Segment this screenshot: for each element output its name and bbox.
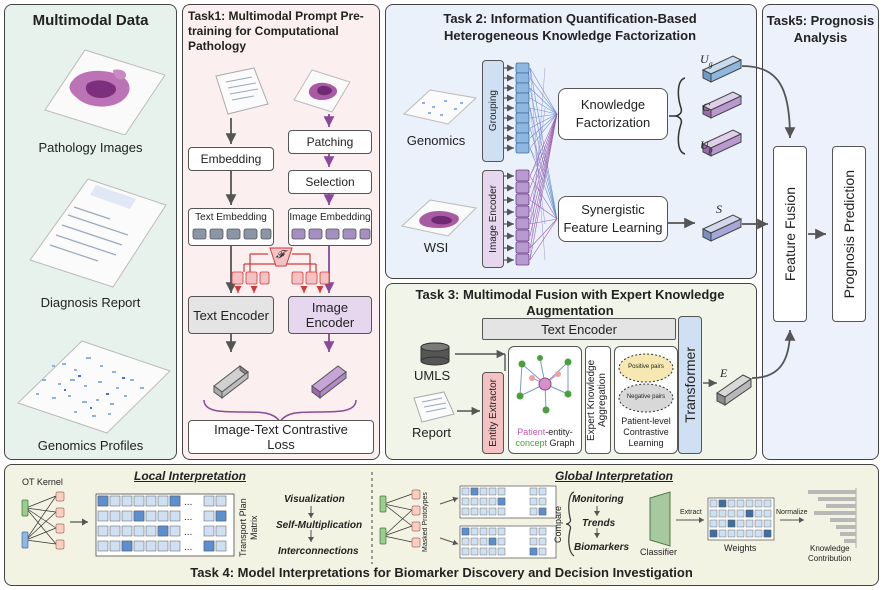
graph-word: Graph [547,438,575,448]
embedding-box: Embedding [188,147,274,171]
graph-box: Patient-entity- concept Graph [508,346,582,454]
synergistic-learning-box: Synergistic Feature Learning [558,196,668,242]
normalize-label: Normalize [776,509,808,516]
self-multiplication-label: Self-Multiplication [276,520,363,531]
ellipsis-1: ... [184,497,193,508]
umls-db-icon [420,342,450,366]
extract-label: Extract [680,509,702,516]
entity-extractor-box: Entity Extractor [482,372,504,454]
contribution-label-1: Knowledge [810,544,850,553]
func-symbol: 𝓕 [276,249,285,261]
feature-fusion-box: Feature Fusion [773,146,807,322]
task1-wsi-thumb [293,69,351,113]
embedding-tokens [192,228,371,240]
task2-genomics-label: Genomics [406,133,466,148]
selection-box: Selection [288,170,372,194]
pathology-image-icon [44,49,165,135]
transport-plan-label: Transport Plan Matrix [238,498,259,558]
s-label: S [716,202,722,216]
knowledge-factorization-box: Knowledge Factorization [558,88,668,140]
contrastive-label: Patient-level Contrastive Learning [621,416,671,448]
task2-genomics-icon [402,89,478,125]
genomics-profiles-icon [17,340,171,434]
contribution-label-2: Contribution [808,554,852,563]
up-label: Up [700,138,713,154]
task2-image-encoder-box: Image Encoder [482,170,504,268]
task3-arrows [455,349,752,416]
ug-label: Ug [700,52,713,68]
transformer-box: Transformer [678,316,702,454]
weights-label: Weights [724,543,757,553]
umls-label: UMLS [414,368,451,383]
image-embedding-box: Image Embedding [288,208,372,246]
graph-entity: -entity- [545,427,573,437]
ellipsis-2: ... [184,512,193,523]
contrastive-loss-box: Image-Text Contrastive Loss [188,420,374,454]
compare-label: Compare [553,506,563,544]
knowledge-graph [516,355,572,414]
task3-report-label: Report [412,425,452,440]
diagnosis-report-icon [29,178,167,288]
image-embedding-label: Image Embedding [289,212,371,223]
c-label: C [702,100,711,114]
ellipsis-3: ... [184,527,193,538]
task5-title: Task5: Prognosis Analysis [766,13,875,45]
task3-title: Task 3: Multimodal Fusion with Expert Kn… [415,287,725,318]
task1-report-thumb [215,67,269,115]
prognosis-prediction-box: Prognosis Prediction [832,146,866,322]
trends-label: Trends [582,518,616,529]
patching-box: Patching [288,130,372,154]
up-main: U [700,138,709,152]
text-encoder-box: Text Encoder [188,296,274,334]
expert-aggregation-box: Expert Knowledge Aggregation [585,346,611,454]
image-encoder-box: Image Encoder [288,296,372,334]
interconnections-label: Interconnections [278,546,359,557]
task4-title: Task 4: Model Interpretations for Biomar… [190,565,693,580]
graph-label: Patient-entity- concept Graph [515,427,574,449]
task1-arrows [203,114,357,424]
task3-text-encoder-box: Text Encoder [482,318,676,340]
e-label: E [720,366,728,380]
ot-kernel-label: OT Kernel [22,477,63,487]
graph-patient: Patient [517,427,546,437]
genomics-profiles-label: Genomics Profiles [37,438,144,453]
task3-report-icon [413,391,455,423]
up-sub: p [708,145,713,155]
graph-concept: concept [515,438,547,448]
visualization-label: Visualization [284,494,345,505]
monitoring-label: Monitoring [572,494,624,505]
local-interpretation-title: Local Interpretation [134,469,247,483]
biomarkers-label: Biomarkers [574,542,630,553]
multimodal-title: Multimodal Data [32,12,149,29]
task2-network [504,55,743,266]
ellipsis-4: ... [184,542,193,553]
task2-wsi-label: WSI [423,240,449,255]
classifier-label: Classifier [640,547,678,557]
masked-prototypes-label: Masked Prototypes [422,492,429,552]
text-embedding-label: Text Embedding [195,212,267,223]
task1-title: Task1: Multimodal Prompt Pre-training fo… [188,9,364,53]
task4-graphics [21,472,857,564]
diagnosis-report-label: Diagnosis Report [40,295,141,310]
pathology-images-label: Pathology Images [38,140,143,155]
negative-pairs-label: Negative pairs [626,394,666,400]
positive-pairs-label: Positive pairs [628,364,664,370]
ug-sub: g [708,59,713,69]
pairs-ellipses [618,353,674,413]
grouping-box: Grouping [482,60,504,162]
text-embedding-box: Text Embedding [188,208,274,246]
ug-main: U [700,52,709,66]
task2-title: Task 2: Information Quantification-Based… [443,11,697,43]
task2-wsi-icon [400,199,478,237]
global-interpretation-title: Global Interpretation [555,469,674,483]
